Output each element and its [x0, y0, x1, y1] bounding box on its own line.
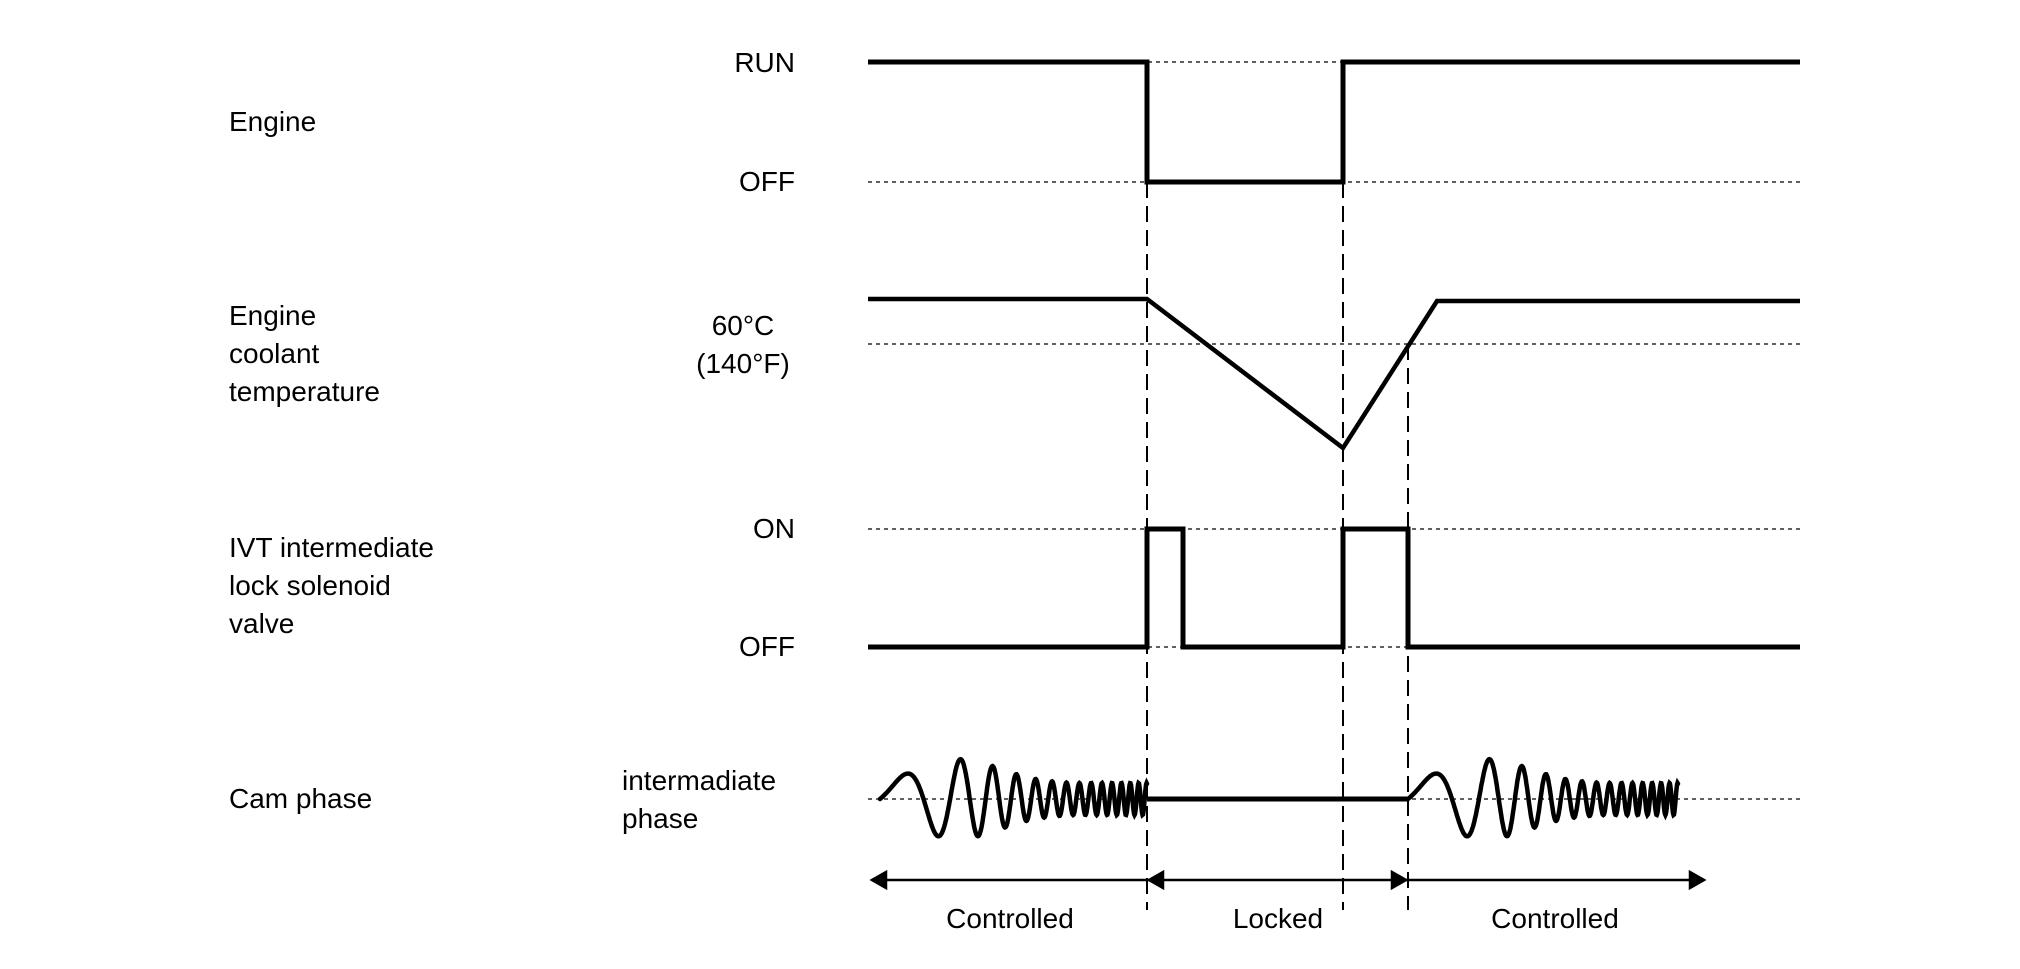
engine-signal	[868, 59, 1800, 185]
signal-label-engine: Engine	[229, 106, 317, 137]
arrowhead-right	[1688, 869, 1707, 891]
level-label-on: ON	[753, 513, 795, 544]
level-label-run: RUN	[734, 47, 795, 78]
level-label-engine-off: OFF	[739, 166, 795, 197]
signal-label-cam-phase: Cam phase	[229, 783, 373, 814]
region-label-controlled-1: Controlled	[946, 903, 1074, 934]
arrowhead-locked-right	[1390, 869, 1409, 891]
arrowhead-left	[869, 869, 888, 891]
cam-phase-wave-1	[877, 756, 1150, 839]
signal-label-coolant-line3: temperature	[229, 376, 380, 407]
region-label-locked: Locked	[1232, 903, 1324, 934]
arrowhead-locked-left	[1146, 869, 1165, 891]
cam-phase-wave-2	[1405, 756, 1681, 839]
region-label-controlled-2: Controlled	[1491, 903, 1619, 934]
coolant-signal	[868, 296, 1800, 452]
signal-label-ivt-line1: IVT intermediate	[229, 532, 434, 563]
signal-label-coolant-line2: coolant	[229, 338, 320, 369]
signal-label-coolant-line1: Engine	[229, 300, 317, 331]
threshold-label-celsius: 60°C	[711, 310, 775, 341]
signal-label-ivt-line2: lock solenoid	[229, 570, 391, 601]
level-label-solenoid-off: OFF	[739, 631, 795, 662]
signal-label-ivt-line3: valve	[229, 608, 295, 639]
solenoid-signal	[868, 526, 1800, 650]
cam-ref-label-line2: phase	[622, 803, 699, 834]
cam-ref-label-line1: intermadiate	[622, 765, 777, 796]
threshold-label-fahrenheit: (140°F)	[696, 348, 790, 379]
